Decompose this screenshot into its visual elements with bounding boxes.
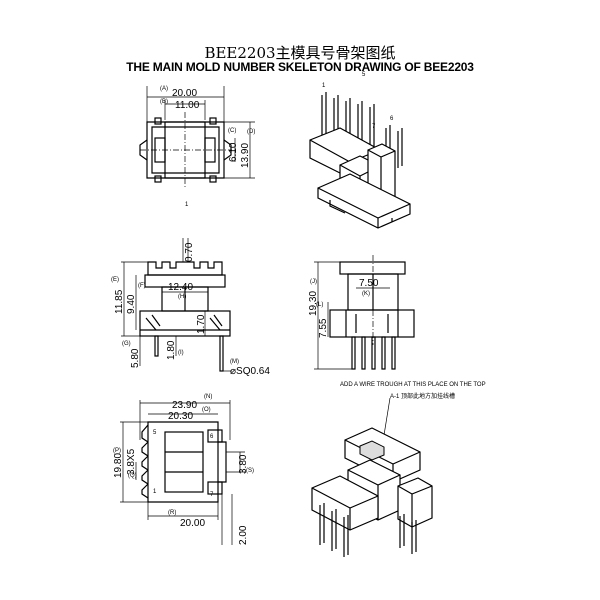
dim-q: 3.8X5 [126, 448, 137, 475]
dim-c: 6.10 [228, 142, 239, 162]
label-h: (H) [178, 294, 186, 300]
bottom-pin-1: 1 [153, 489, 157, 495]
dim-p: 19.80 [113, 453, 124, 478]
label-k: (K) [362, 291, 370, 297]
dim-bottom-200: 2.00 [238, 525, 249, 545]
isometric-top-view: 1 5 7 6 [309, 72, 411, 229]
dim-a: 20.00 [172, 88, 197, 99]
label-r: (R) [168, 510, 176, 516]
top-view: (A) 20.00 (B) 11.00 (C) (D) 6.10 13.90 1 [139, 86, 255, 208]
label-p: (P) [113, 448, 121, 454]
label-n: (N) [204, 394, 212, 400]
dim-n: 23.90 [172, 400, 197, 411]
title-chinese: BEE2203主模具号骨架图纸 [204, 44, 396, 62]
dim-h: 12.40 [168, 282, 193, 293]
label-c: (C) [228, 128, 236, 134]
dim-r: 20.00 [180, 518, 205, 529]
dim-i: 1.80 [166, 340, 177, 360]
dim-d: 13.90 [240, 143, 251, 168]
dim-f: 9.40 [126, 294, 137, 314]
label-o: (O) [202, 407, 211, 413]
dim-g: 5.80 [130, 348, 141, 368]
dim-m: ⌀SQ0.64 [230, 366, 270, 377]
note-chinese: A-1 顶部此地方加挂线槽 [390, 392, 455, 400]
dim-mid-170: 1.70 [196, 314, 207, 334]
bottom-pin-5: 5 [153, 430, 157, 436]
dim-k: 7.50 [359, 278, 379, 289]
label-a: (A) [160, 86, 168, 92]
bottom-pin-7: 7 [210, 492, 214, 498]
label-m: (M) [230, 359, 239, 365]
label-b: (B) [160, 99, 168, 105]
label-d: (D) [247, 129, 255, 135]
dim-b: 11.00 [175, 100, 200, 111]
side-view: 7.50 (K) (J) (L) 19.30 7.55 [308, 255, 415, 370]
label-q: (Q) [128, 473, 137, 479]
dim-l: 7.55 [318, 318, 329, 338]
bottom-pin-6: 6 [210, 434, 214, 440]
dim-o: 20.30 [168, 411, 193, 422]
label-s: (S) [246, 468, 254, 474]
label-e: (E) [111, 277, 119, 283]
title-english: THE MAIN MOLD NUMBER SKELETON DRAWING OF… [126, 60, 474, 74]
dim-j: 19.30 [308, 291, 319, 316]
label-f: (F) [138, 283, 146, 289]
dim-s: 3.80 [238, 454, 249, 474]
isometric-bottom-view: ADD A WIRE TROUGH AT THIS PLACE ON THE T… [311, 382, 486, 557]
mark-1: 1 [185, 202, 189, 208]
iso-pin-6: 6 [390, 116, 394, 122]
label-j: (J) [310, 279, 317, 285]
front-view: 0.70 12.40 (H) (E) (F) 11.85 9.40 1.70 (… [111, 238, 270, 377]
note-english: ADD A WIRE TROUGH AT THIS PLACE ON THE T… [340, 382, 486, 388]
label-l: (L) [316, 302, 323, 308]
label-g: (G) [122, 341, 131, 347]
iso-pin-5: 5 [362, 72, 366, 78]
dim-top-070: 0.70 [184, 242, 195, 262]
iso-pin-1: 1 [322, 83, 326, 89]
bottom-view: (N) 23.90 (O) 20.30 5 1 7 6 (P) (Q) 19.8… [113, 394, 254, 545]
dim-e: 11.85 [114, 289, 125, 314]
label-i: (I) [178, 350, 184, 356]
